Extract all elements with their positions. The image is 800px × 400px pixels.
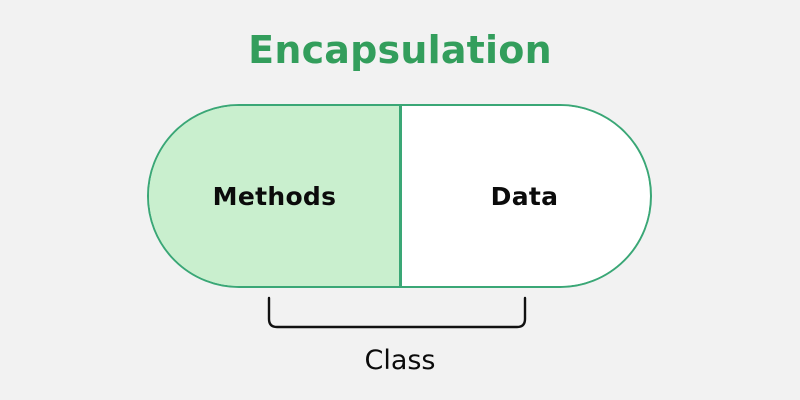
encapsulation-capsule: Methods Data	[147, 104, 652, 288]
class-caption: Class	[364, 345, 436, 376]
class-bracket	[265, 294, 529, 334]
capsule-half-methods: Methods	[149, 106, 400, 286]
data-label: Data	[490, 181, 559, 211]
capsule-divider	[399, 106, 402, 286]
capsule-half-data: Data	[400, 106, 649, 286]
page-title: Encapsulation	[248, 28, 552, 72]
class-bracket-icon	[267, 296, 527, 329]
methods-label: Methods	[212, 181, 337, 211]
